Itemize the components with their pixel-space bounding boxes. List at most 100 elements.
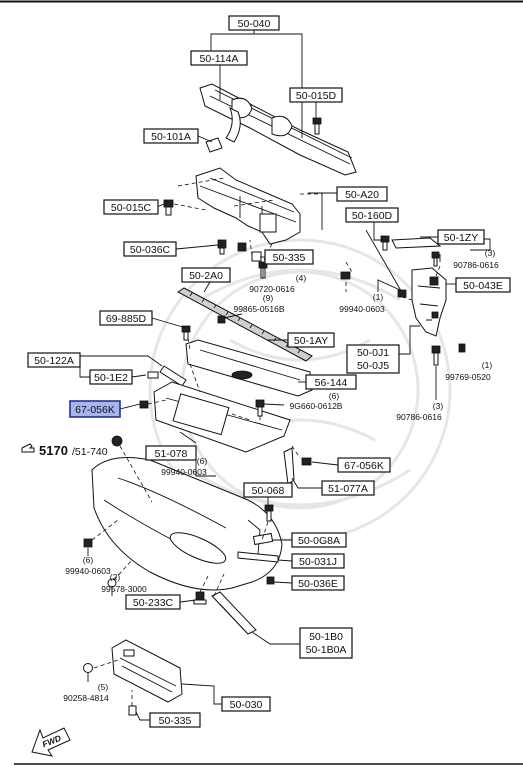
- label-text-1B0: 50-1B0: [309, 631, 343, 643]
- label-text: 50-114A: [200, 53, 239, 65]
- clip-50-036C-part: [217, 239, 247, 255]
- bracket-50-1E2-part: [147, 365, 187, 387]
- label-50-036E[interactable]: 50-036E: [291, 575, 345, 591]
- label-50-040[interactable]: 50-040: [228, 15, 280, 31]
- callout-qty: (6): [329, 391, 340, 401]
- bolt-50-068-part: [264, 504, 274, 522]
- callout-qty: (6): [197, 456, 208, 466]
- label-50-1AY[interactable]: 50-1AY: [287, 332, 335, 348]
- bumper-support-50-A20-part: [195, 167, 301, 245]
- callout-number: 99865-0516B: [233, 304, 284, 314]
- label-50-114A[interactable]: 50-114A: [190, 50, 248, 66]
- clip-50-335-top-part: [251, 251, 262, 262]
- label-56-144[interactable]: 56-144: [305, 374, 357, 390]
- callout-number: 90720-0616: [249, 284, 295, 294]
- callout-99578-3000[interactable]: (2) 99578-3000: [101, 572, 147, 594]
- label-50-0G8A[interactable]: 50-0G8A: [291, 532, 347, 548]
- label-51-078[interactable]: 51-078: [145, 445, 197, 461]
- section-reference-link[interactable]: 5170 /51-740: [21, 443, 108, 458]
- label-50-335-bottom[interactable]: 50-335: [149, 712, 201, 728]
- callout-number: 99769-0520: [445, 372, 491, 382]
- label-50-0J1-group[interactable]: 50-0J1 50-0J5: [346, 344, 400, 374]
- nut-5170-part: [111, 435, 123, 447]
- callout-qty: (3): [485, 248, 496, 258]
- label-50-2A0[interactable]: 50-2A0: [181, 267, 231, 283]
- label-text: 50-1AY: [294, 335, 328, 347]
- label-text: 50-1ZY: [444, 232, 478, 244]
- label-text: 50-040: [238, 18, 271, 30]
- stay-rod-50-160D-part: [365, 229, 407, 298]
- label-50-335-top[interactable]: 50-335: [264, 249, 314, 265]
- callout-9G660-0612B[interactable]: (6) 9G660-0612B: [290, 391, 343, 411]
- label-67-056K-highlighted[interactable]: 67-056K: [69, 400, 121, 418]
- label-text: 50-015D: [296, 90, 337, 102]
- callout-99940-0603-c[interactable]: (6) 99940-0603: [65, 555, 111, 576]
- label-text: 50-1E2: [94, 372, 128, 384]
- lower-strip-50-1B0-part: [211, 591, 257, 635]
- label-50-101A[interactable]: 50-101A: [143, 128, 199, 144]
- label-50-233C[interactable]: 50-233C: [125, 594, 181, 610]
- callout-number: 90258-4814: [63, 693, 109, 703]
- forward-direction-arrow: FWD: [31, 727, 71, 757]
- label-50-122A[interactable]: 50-122A: [27, 352, 81, 368]
- label-text-0J1: 50-0J1: [357, 347, 389, 359]
- label-50-031J[interactable]: 50-031J: [291, 553, 345, 569]
- label-text: 50-036C: [130, 244, 171, 256]
- stay-50-1ZY-part: [391, 237, 442, 267]
- callout-90720-0616[interactable]: (4) 90720-0616: [249, 273, 306, 294]
- callout-qty: (4): [296, 273, 307, 283]
- plate-bracket-51-078-part: [153, 381, 291, 453]
- front-bumper-cover-part: [91, 457, 283, 591]
- label-50-1ZY[interactable]: 50-1ZY: [437, 229, 485, 245]
- label-67-056K-right[interactable]: 67-056K: [337, 457, 391, 473]
- callout-99940-0603-b[interactable]: (6) 99940-0603: [161, 456, 207, 477]
- label-50-160D[interactable]: 50-160D: [345, 207, 399, 223]
- callout-number: 90786-0616: [396, 412, 442, 422]
- label-50-1E2[interactable]: 50-1E2: [89, 369, 133, 385]
- label-50-030[interactable]: 50-030: [221, 696, 271, 712]
- label-text: 67-056K: [344, 460, 384, 472]
- label-50-015D[interactable]: 50-015D: [289, 87, 343, 103]
- leader-lines: [79, 29, 491, 721]
- label-text-0J5: 50-0J5: [357, 360, 389, 372]
- callout-qty: (1): [373, 292, 384, 302]
- bolt-50-015D-part: [312, 117, 322, 135]
- callout-qty: (2): [110, 572, 121, 582]
- bolt-90786-0616-b-part: [431, 345, 441, 366]
- callout-99865-0516B[interactable]: (9) 99865-0516B: [233, 293, 284, 314]
- label-text: 50-2A0: [189, 270, 223, 282]
- callout-number: 90786-0616: [453, 260, 499, 270]
- clip-67-056K-left-part: [139, 400, 149, 409]
- callout-number: 99940-0603: [65, 566, 111, 576]
- clip-50-335-bottom-part: [128, 705, 137, 716]
- clip-67-056K-right-part: [301, 457, 312, 466]
- callout-99769-0520[interactable]: (1) 99769-0520: [445, 360, 492, 382]
- label-text: 50-122A: [34, 355, 74, 367]
- callout-number: 9G660-0612B: [290, 401, 343, 411]
- label-text: 50-335: [159, 715, 192, 727]
- callout-qty: (1): [482, 360, 493, 370]
- callout-90786-0616-b[interactable]: (3) 90786-0616: [396, 401, 443, 422]
- callout-99940-0603-a[interactable]: (1) 99940-0603: [339, 292, 385, 314]
- label-50-036C[interactable]: 50-036C: [123, 241, 177, 257]
- label-text: 50-068: [252, 485, 285, 497]
- label-51-077A[interactable]: 51-077A: [321, 480, 375, 496]
- label-text: 67-056K: [75, 404, 115, 416]
- label-50-1B0-group[interactable]: 50-1B0 50-1B0A: [299, 627, 353, 659]
- label-text: 50-031J: [299, 556, 337, 568]
- label-text: 50-015C: [111, 202, 152, 214]
- label-50-A20[interactable]: 50-A20: [336, 186, 388, 202]
- label-50-015C[interactable]: 50-015C: [103, 199, 159, 215]
- label-50-043E[interactable]: 50-043E: [455, 277, 511, 293]
- label-text: 69-885D: [106, 313, 147, 325]
- molding-50-031J-part: [237, 551, 279, 563]
- label-50-068[interactable]: 50-068: [243, 482, 293, 498]
- callout-90258-4814[interactable]: (5) 90258-4814: [63, 682, 109, 703]
- label-69-885D[interactable]: 69-885D: [99, 310, 153, 326]
- callout-number: 99940-0603: [339, 304, 385, 314]
- label-text: 50-101A: [151, 131, 191, 143]
- callout-number: 99940-0603: [161, 467, 207, 477]
- shield-56-144-part: [185, 339, 313, 397]
- callout-90786-0616-a[interactable]: (3) 90786-0616: [453, 248, 499, 270]
